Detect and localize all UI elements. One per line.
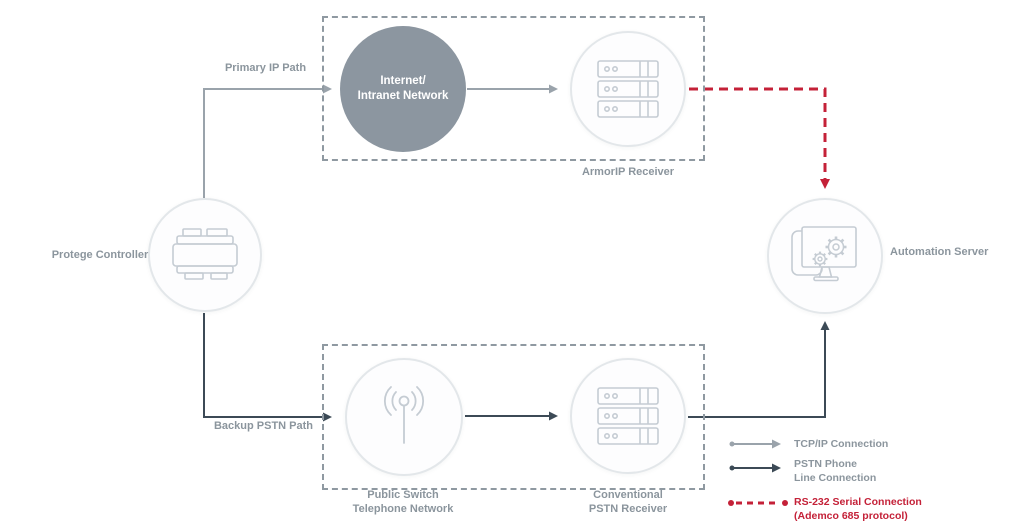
internet-network-label: Internet/ Intranet Network	[357, 75, 449, 102]
server-rack-icon	[597, 387, 659, 445]
pstn-receiver-label: Conventional PSTN Receiver	[588, 489, 668, 515]
automation-server-label: Automation Server	[890, 246, 989, 258]
controller-device-icon	[172, 228, 238, 280]
receiver-to-automation-line	[688, 321, 830, 418]
pstn-path-group-box	[322, 344, 705, 490]
legend-rs232-label: RS-232 Serial Connection (Ademco 685 pro…	[794, 496, 922, 522]
server-rack-icon	[597, 60, 659, 118]
legend-tcpip-line-sample	[729, 439, 781, 449]
pstn-network-label: Public Switch Telephone Network	[352, 489, 454, 515]
legend-pstn-label: PSTN Phone Line Connection	[794, 458, 877, 484]
armorip-receiver-label: ArmorIP Receiver	[581, 166, 675, 178]
rs232-serial-line	[689, 87, 830, 189]
node-pstn-network	[345, 358, 463, 476]
node-pstn-receiver	[570, 358, 686, 474]
node-armorip-receiver	[570, 31, 686, 147]
backup-pstn-path-line	[203, 313, 332, 422]
antenna-icon	[384, 386, 424, 444]
monitor-gears-icon	[791, 226, 857, 282]
protege-controller-label: Protege Controller	[51, 249, 149, 261]
legend-pstn-line-sample	[729, 463, 781, 473]
node-internet-network: Internet/ Intranet Network	[340, 26, 466, 152]
primary-ip-path-label: Primary IP Path	[224, 62, 307, 74]
legend-rs232-line-sample	[728, 500, 788, 506]
ip-path-group-box	[322, 16, 705, 161]
legend-tcpip-label: TCP/IP Connection	[794, 438, 889, 450]
node-automation-server	[767, 198, 883, 314]
backup-pstn-path-label: Backup PSTN Path	[213, 420, 314, 432]
node-protege-controller	[148, 198, 262, 312]
primary-ip-path-line	[203, 84, 332, 198]
